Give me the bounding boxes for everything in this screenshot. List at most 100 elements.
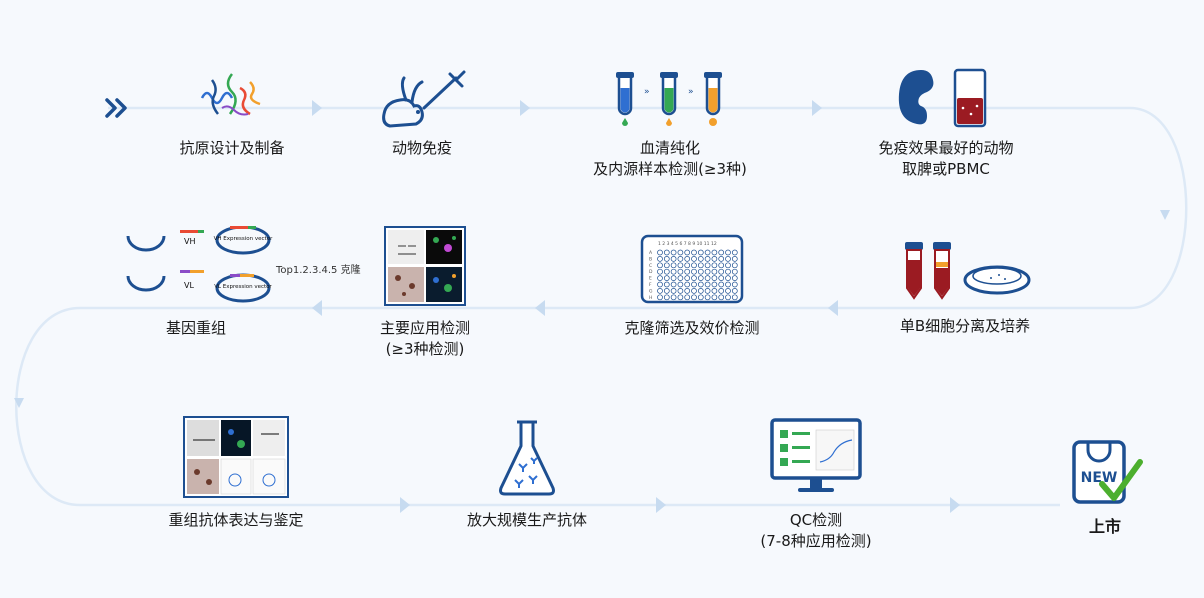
plate-well	[697, 275, 704, 281]
step-label: 主要应用检测(≥3种检测)	[380, 318, 470, 360]
plate-well	[731, 281, 738, 288]
plate-well	[731, 256, 738, 262]
plate-well	[725, 249, 731, 256]
plasmid-vectors-icon: VH VL VH Expression vector VL Expression…	[118, 226, 274, 306]
plate-well	[697, 281, 704, 288]
plate-well	[731, 249, 738, 256]
new-bag-check-icon: NEW	[1062, 432, 1148, 508]
step-gene-recombination: VH VL VH Expression vector VL Expression…	[86, 226, 306, 339]
flow-arrow	[520, 100, 530, 116]
monitor-report-icon	[770, 418, 862, 498]
plate-well	[731, 268, 738, 275]
plate-well	[697, 294, 704, 301]
plate-well	[725, 281, 731, 288]
plate-well	[711, 268, 718, 275]
plate-well	[663, 268, 670, 275]
plate-well	[725, 262, 731, 269]
flow-arrow	[14, 398, 24, 408]
plate-well	[731, 262, 738, 269]
plate-well	[704, 281, 711, 288]
test-tubes-icon: » »	[610, 40, 730, 130]
flow-arrow	[312, 100, 322, 116]
step-label: 动物免疫	[392, 138, 452, 159]
step-label-line: 上市	[1088, 517, 1121, 536]
plate-well	[684, 281, 691, 288]
plate-well	[684, 249, 691, 256]
plate-well	[718, 275, 725, 281]
plate-well	[704, 288, 711, 294]
plate-well	[670, 281, 677, 288]
plate-well	[663, 256, 670, 262]
step-label-line: 动物免疫	[391, 139, 452, 157]
step-application-test: 主要应用检测(≥3种检测)	[315, 226, 535, 360]
plate-well	[677, 256, 684, 262]
step-label-line: 克隆筛选及效价检测	[624, 319, 760, 337]
top-clone-note: Top1.2.3.4.5 克隆	[276, 265, 361, 276]
plate-well	[718, 249, 725, 256]
step-label: 单B细胞分离及培养	[900, 316, 1030, 337]
plate-well	[691, 275, 697, 281]
plate-well	[711, 256, 718, 262]
flow-arrow	[828, 300, 838, 316]
plate-well	[725, 294, 731, 301]
step-label: 克隆筛选及效价检测	[624, 318, 759, 339]
step-label: 免疫效果最好的动物取脾或PBMC	[878, 138, 1013, 180]
plate-well	[691, 262, 697, 269]
step-label: 血清纯化及内源样本检测(≥3种)	[593, 138, 747, 180]
plate-well	[677, 294, 684, 301]
step-label-line: 重组抗体表达与鉴定	[168, 511, 304, 529]
step-label-line: 抗原设计及制备	[179, 139, 285, 157]
plate-well	[684, 288, 691, 294]
plate-well	[657, 288, 663, 294]
plate-row-label: B	[649, 256, 652, 262]
step-spleen-pbmc: 免疫效果最好的动物取脾或PBMC	[836, 40, 1056, 180]
protein-structure-icon	[192, 40, 272, 130]
plate-well	[663, 281, 670, 288]
plate-well	[670, 275, 677, 281]
plate-well	[704, 249, 711, 256]
flow-arrow	[950, 497, 960, 513]
plate-well	[711, 294, 718, 301]
plate-well	[677, 281, 684, 288]
step-label: 上市	[1089, 516, 1121, 537]
step-label-line: 血清纯化	[639, 139, 700, 157]
plate-well	[725, 288, 731, 294]
plate-well	[704, 268, 711, 275]
plate-well	[657, 281, 663, 288]
plate-well	[677, 262, 684, 269]
plate-well	[663, 262, 670, 269]
step-large-scale-production: 放大规模生产抗体	[417, 418, 637, 531]
step-label-line: (≥3种检测)	[385, 340, 465, 358]
plate-well	[711, 281, 718, 288]
plate-well	[731, 275, 738, 281]
svg-text:»: »	[644, 87, 650, 97]
flow-arrow	[812, 100, 822, 116]
flow-arrow	[400, 497, 410, 513]
plate-well	[670, 288, 677, 294]
step-label-line: 取脾或PBMC	[902, 160, 990, 178]
plate-well	[670, 262, 677, 269]
plate-well	[711, 275, 718, 281]
plate-well	[711, 249, 718, 256]
step-immunization: 动物免疫	[312, 40, 532, 159]
step-serum-purification: » » 血清纯化及内源样本检测(≥3种)	[560, 40, 780, 180]
plate-columns: 1 2 3 4 5 6 7 8 9 10 11 12	[658, 241, 717, 247]
plate-well	[704, 275, 711, 281]
step-expression-identification: 重组抗体表达与鉴定	[126, 416, 346, 531]
plate-well	[691, 281, 697, 288]
plate-row-label: D	[649, 269, 653, 275]
flow-arrow	[535, 300, 545, 316]
plate-well	[657, 249, 663, 256]
plate-well	[718, 281, 725, 288]
rabbit-syringe-icon	[376, 40, 468, 130]
plate-well	[691, 294, 697, 301]
vh-label: VH	[184, 237, 196, 246]
plate-well	[691, 256, 697, 262]
plate-row-label: A	[649, 250, 653, 256]
plate-well	[697, 249, 704, 256]
plate-well	[663, 275, 670, 281]
plate-well	[670, 256, 677, 262]
plate-well	[691, 288, 697, 294]
